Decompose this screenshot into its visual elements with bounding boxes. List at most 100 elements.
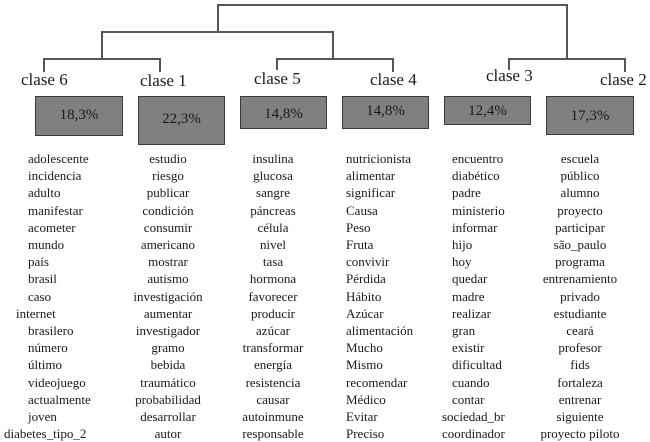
- percent-box-clase-6: 18,3%: [35, 96, 123, 136]
- word-item: padre: [452, 185, 481, 201]
- word-item: insulina: [252, 151, 294, 166]
- word-item: último: [28, 357, 62, 373]
- word-item: Evitar: [346, 409, 378, 425]
- word-item: escuela: [560, 151, 600, 166]
- word-item: ministerio: [452, 202, 505, 218]
- word-item: Fruta: [346, 237, 374, 253]
- percent-value: 22,3%: [162, 111, 201, 127]
- word-item: Hábito: [346, 288, 382, 304]
- percent-box-clase-4: 14,8%: [342, 96, 429, 129]
- word-item: autor: [154, 426, 182, 442]
- word-item: Peso: [346, 219, 371, 235]
- percent-value: 12,4%: [468, 103, 507, 119]
- cluster-label-clase-1: clase 1: [140, 71, 187, 90]
- cluster-label-clase-3: clase 3: [486, 66, 533, 85]
- word-item: público: [560, 168, 600, 184]
- word-item: fortaleza: [557, 374, 603, 390]
- word-item: Mucho: [346, 340, 383, 356]
- word-item: existir: [452, 340, 485, 356]
- word-item: hijo: [452, 237, 473, 253]
- word-item: informar: [452, 219, 498, 235]
- word-item: brasilero: [28, 323, 74, 339]
- level2-left-drop: [101, 31, 103, 60]
- word-item: quedar: [452, 271, 488, 287]
- word-item: causar: [256, 391, 290, 407]
- root-left-drop: [217, 4, 219, 33]
- word-item: traumático: [140, 374, 196, 390]
- word-item: incidencia: [28, 168, 82, 184]
- percent-value: 14,8%: [264, 106, 303, 122]
- word-item: probabilidad: [135, 391, 201, 407]
- word-item: madre: [452, 288, 485, 304]
- word-item: resistencia: [245, 374, 301, 390]
- word-item: mundo: [28, 237, 65, 253]
- word-item: manifestar: [28, 202, 83, 218]
- word-item: acometer: [28, 219, 76, 235]
- word-item: estudio: [149, 151, 187, 166]
- word-item: alimentar: [346, 168, 396, 184]
- word-item: Preciso: [346, 426, 385, 442]
- cluster-label-clase-2: clase 2: [600, 70, 647, 89]
- bracket-5-drop: [276, 58, 278, 70]
- word-item: nivel: [260, 237, 286, 253]
- bracket-5-4: [276, 58, 394, 60]
- percent-value: 14,8%: [366, 103, 405, 119]
- word-item: tasa: [262, 254, 284, 270]
- cluster-label-clase-5: clase 5: [254, 69, 301, 88]
- word-item: cuando: [452, 374, 490, 390]
- bracket-3-2: [508, 58, 626, 60]
- word-item: coordinador: [442, 426, 505, 442]
- word-item: célula: [257, 219, 289, 235]
- word-item: ceará: [566, 323, 594, 339]
- word-item: investigador: [135, 323, 201, 339]
- word-item: glucosa: [253, 168, 293, 184]
- word-item: realizar: [452, 305, 491, 321]
- word-item: mostrar: [148, 254, 188, 270]
- bracket-6-1: [43, 58, 161, 60]
- word-item: nutricionista: [346, 151, 411, 166]
- bracket-1-drop: [159, 58, 161, 72]
- word-item: significar: [346, 185, 396, 201]
- word-item: sangre: [256, 185, 290, 201]
- bracket-3-drop: [508, 58, 510, 70]
- bracket-6-drop: [43, 58, 45, 72]
- word-item: Pérdida: [346, 271, 386, 287]
- word-item: são_paulo: [553, 237, 607, 253]
- word-item: caso: [28, 288, 52, 304]
- word-item: Mismo: [346, 357, 383, 373]
- word-item: proyecto piloto: [540, 426, 620, 442]
- root-branch: [217, 4, 568, 6]
- word-item: encuentro: [452, 151, 504, 166]
- word-item: condición: [142, 202, 194, 218]
- word-item: hormona: [249, 271, 297, 287]
- word-item: internet: [16, 305, 56, 321]
- word-item: número: [28, 340, 68, 356]
- word-item: aumentar: [143, 305, 193, 321]
- word-item: convivir: [346, 254, 390, 270]
- level2-branch: [101, 31, 334, 33]
- word-item: publicar: [146, 185, 190, 201]
- percent-value: 18,3%: [59, 107, 99, 123]
- word-item: investigación: [133, 288, 203, 304]
- percent-box-clase-5: 14,8%: [240, 96, 327, 129]
- word-item: contar: [452, 391, 485, 407]
- word-item: actualmente: [28, 391, 91, 407]
- word-item: azúcar: [256, 323, 290, 339]
- word-item: autismo: [147, 271, 189, 287]
- percent-box-clase-1: 22,3%: [138, 96, 225, 145]
- word-item: hoy: [452, 254, 472, 270]
- word-item: entrenar: [558, 391, 602, 407]
- word-item: joven: [28, 409, 57, 425]
- word-item: autoinmune: [242, 409, 304, 425]
- word-item: programa: [555, 254, 605, 270]
- word-item: país: [28, 254, 49, 270]
- word-item: transformar: [242, 340, 304, 356]
- word-item: Azúcar: [346, 305, 384, 321]
- bracket-2-drop: [624, 58, 626, 72]
- word-item: energía: [253, 357, 293, 373]
- word-item: entrenamiento: [542, 271, 618, 287]
- word-item: bebida: [150, 357, 186, 373]
